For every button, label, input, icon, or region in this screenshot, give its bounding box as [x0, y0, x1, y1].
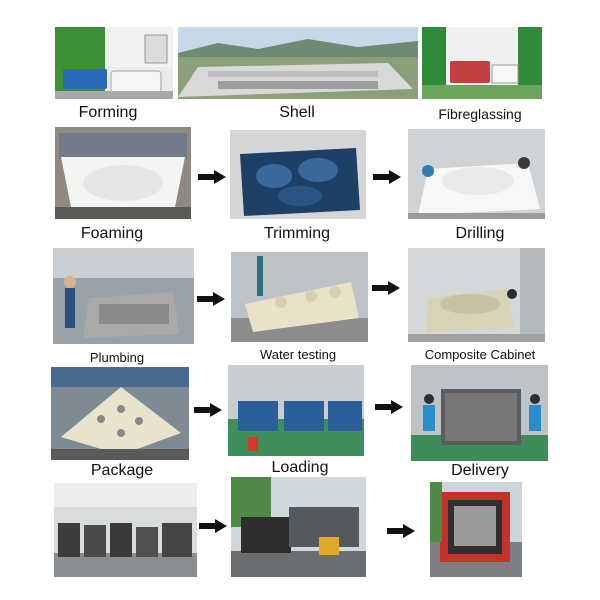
step-photo-cream-shell [231, 252, 368, 342]
step-photo-shell-workers [408, 129, 545, 219]
step-label-trimming: Trimming [263, 225, 331, 242]
arrow-right-icon [387, 524, 415, 538]
step-photo-test-line [228, 365, 364, 456]
step-photo-warehouse [54, 483, 197, 577]
step-photo-display-room [422, 27, 542, 99]
step-photo-container-truck [430, 482, 522, 577]
step-label-package: Package [90, 462, 154, 479]
step-label-fibreglassing: Fibreglassing [438, 106, 522, 122]
step-label-forming: Forming [78, 104, 138, 121]
arrow-right-icon [375, 400, 403, 414]
arrow-right-icon [199, 519, 227, 533]
step-photo-shell-blue [230, 130, 366, 219]
step-photo-mold-white [55, 127, 191, 219]
arrow-right-icon [198, 170, 226, 184]
step-label-delivery: Delivery [451, 462, 509, 479]
arrow-right-icon [372, 281, 400, 295]
step-photo-jets-shell [51, 367, 189, 460]
step-photo-plumbing [53, 248, 194, 344]
arrow-right-icon [194, 403, 222, 417]
step-photo-showroom [55, 27, 173, 99]
step-label-plumbing: Plumbing [89, 350, 145, 365]
step-label-shell: Shell [279, 104, 315, 121]
step-photo-truck-loading [231, 477, 366, 577]
arrow-right-icon [197, 292, 225, 306]
step-photo-cabinet-workers [411, 365, 548, 461]
step-label-loading: Loading [271, 459, 329, 476]
step-label-drilling: Drilling [455, 225, 505, 242]
step-label-foaming: Foaming [80, 225, 144, 242]
step-photo-factory-aerial [178, 27, 418, 99]
step-label-water-testing: Water testing [259, 347, 337, 362]
step-label-composite-cabinet: Composite Cabinet [424, 347, 536, 362]
arrow-right-icon [373, 170, 401, 184]
step-photo-cabinet [408, 248, 545, 342]
